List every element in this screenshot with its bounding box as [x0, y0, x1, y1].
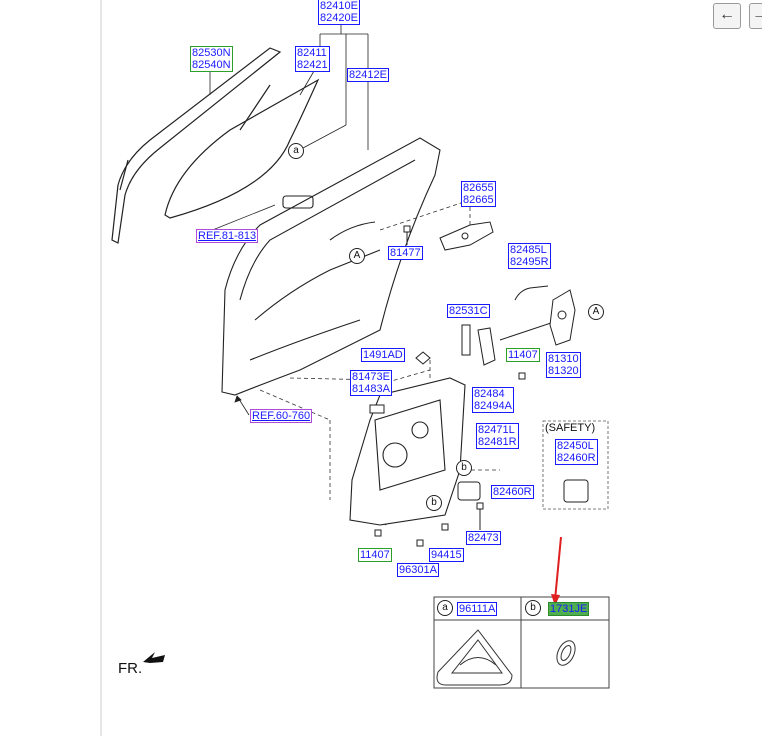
part-label-96111a[interactable]: 96111A	[457, 602, 498, 616]
part-label-96301a[interactable]: 96301A	[397, 563, 439, 577]
part-label-82411[interactable]: 82411 82421	[295, 46, 330, 72]
part-label-82473[interactable]: 82473	[466, 531, 501, 545]
marker-b-table: b	[525, 600, 541, 616]
part-label-82485l[interactable]: 82485L 82495R	[508, 243, 551, 269]
part-label-82484[interactable]: 82484 82494A	[472, 387, 514, 413]
grommet-icon	[556, 640, 576, 666]
ref-link-81-813[interactable]: REF.81-813	[196, 229, 259, 243]
door-module-panel	[349, 377, 466, 526]
next-button[interactable]: →	[749, 3, 762, 29]
marker-a: a	[288, 143, 304, 159]
part-label-94415[interactable]: 94415	[429, 548, 464, 562]
part-label-82655[interactable]: 82655 82665	[461, 181, 496, 207]
door-glass	[164, 78, 320, 219]
part-label-82471l[interactable]: 82471L 82481R	[476, 423, 519, 449]
part-label-11407-top[interactable]: 11407	[506, 348, 540, 362]
part-label-82460r[interactable]: 82460R	[491, 485, 534, 499]
fr-label: FR.	[118, 660, 143, 677]
detail-table	[433, 596, 610, 689]
security-badge-icon	[436, 629, 513, 686]
door-inner-panel	[221, 137, 441, 396]
marker-b-upper: b	[456, 460, 472, 476]
marker-A-left: A	[349, 248, 365, 264]
part-label-81473e[interactable]: 81473E 81483A	[350, 370, 392, 396]
safety-caption: (SAFETY)	[545, 422, 596, 434]
fr-arrow-icon	[143, 652, 165, 663]
part-label-82531c[interactable]: 82531C	[447, 304, 490, 318]
marker-A-right: A	[588, 304, 604, 320]
part-label-82410e[interactable]: 82410E 82420E	[318, 0, 360, 25]
outside-handle-bracket	[439, 221, 494, 251]
red-arrow-icon	[551, 536, 562, 606]
part-label-81477[interactable]: 81477	[388, 246, 423, 260]
back-button[interactable]: ←	[713, 3, 741, 29]
glass-run-channel	[111, 47, 282, 244]
marker-a-table: a	[437, 600, 453, 616]
window-motor	[457, 479, 589, 503]
part-label-1491ad[interactable]: 1491AD	[361, 348, 405, 362]
part-label-1731je[interactable]: 1731JE	[548, 602, 590, 616]
marker-b-lower: b	[426, 495, 442, 511]
part-label-82530n[interactable]: 82530N 82540N	[190, 46, 233, 72]
part-label-81310[interactable]: 81310 81320	[546, 352, 581, 378]
arrow-right-icon: →	[752, 6, 762, 23]
part-label-82412e[interactable]: 82412E	[347, 68, 389, 82]
safety-box	[542, 420, 609, 510]
ref-link-60-760[interactable]: REF.60-760	[250, 409, 313, 423]
inside-handle-bracket	[461, 324, 496, 366]
part-label-11407-bottom[interactable]: 11407	[358, 548, 392, 562]
screws	[369, 225, 526, 547]
door-latch	[549, 289, 576, 346]
part-label-82450l[interactable]: 82450L 82460R	[555, 439, 598, 465]
arrow-left-icon: ←	[719, 6, 735, 23]
